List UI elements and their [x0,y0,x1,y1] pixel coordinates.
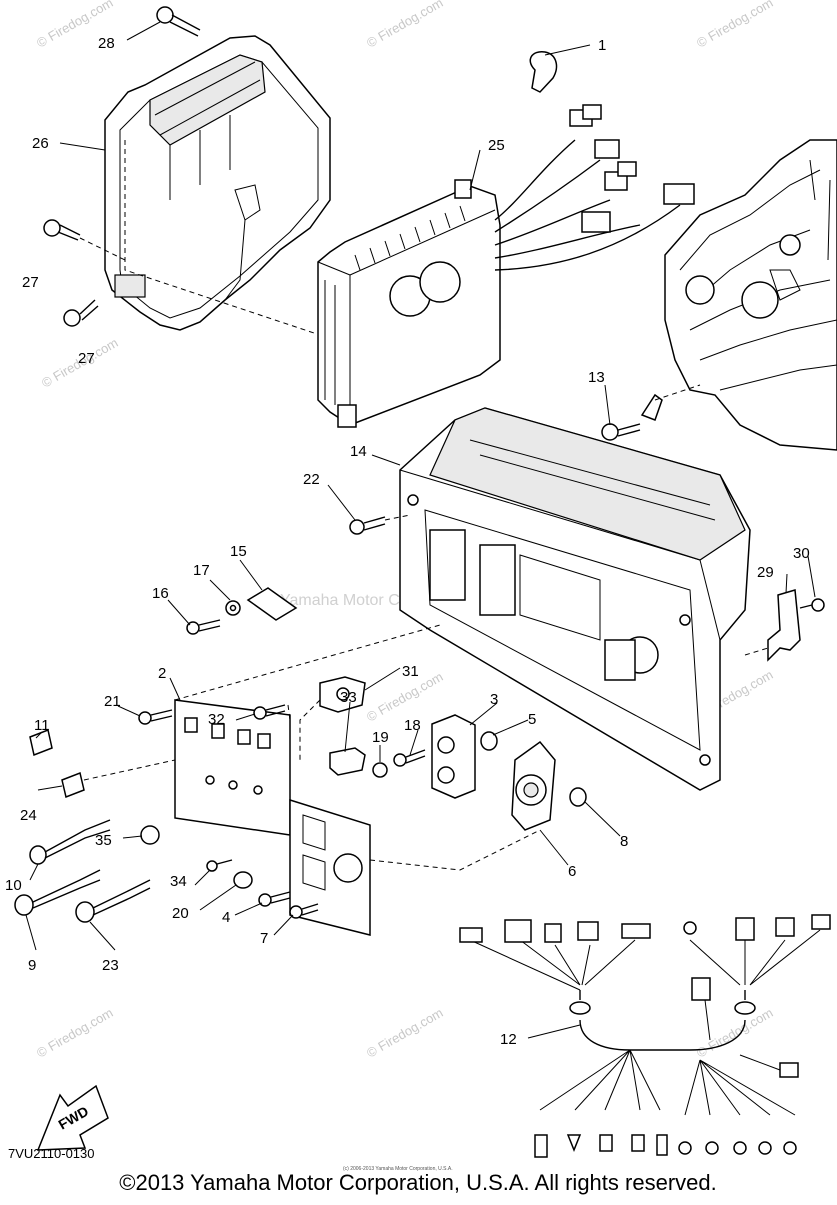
callout-9: 9 [28,957,36,974]
callout-29: 29 [757,564,774,581]
part-23-harness [75,879,151,923]
callout-33: 33 [340,689,357,706]
watermark-3: © Firedog.com [694,0,776,51]
callout-16: 16 [152,585,169,602]
part-number-code: 7VU2110-0130 [8,1146,95,1161]
part-3-receptacle [431,714,476,799]
callout-26: 26 [32,135,49,152]
part-8-grommet [569,787,587,807]
callout-34: 34 [170,873,187,890]
part-4-screw [258,891,291,907]
callout-21: 21 [104,693,121,710]
part-10-lamp [29,819,111,865]
callout-25: 25 [488,137,505,154]
leader-lines [25,21,816,1039]
callout-14: 14 [350,443,367,460]
callout-31: 31 [402,663,419,680]
part-24-switch [61,759,176,799]
callout-13: 13 [588,369,605,386]
small-print: (c) 2006-2013 Yamaha Motor Corporation, … [343,1166,453,1172]
part-35-grommet [140,825,160,845]
part-14-panel-frame [399,407,751,791]
part-18-bolt [393,749,426,767]
callout-27-lower: 27 [78,350,95,367]
part-16-screw [186,619,221,635]
callout-12: 12 [500,1031,517,1048]
part-26-cover [104,35,331,336]
callout-19: 19 [372,729,389,746]
callout-22: 22 [303,471,320,488]
outlet-plate [289,798,541,936]
part-5-grommet [480,731,498,751]
callout-4: 4 [222,909,230,926]
copyright-notice: ©2013 Yamaha Motor Corporation, U.S.A. A… [119,1170,716,1195]
part-34-screw [206,859,233,872]
callout-11: 11 [34,717,50,734]
part-13-bolt [601,384,701,441]
part-31-breaker [299,676,366,760]
part-12-wire-harness [459,914,831,1158]
part-6-twistlock [511,740,556,831]
callout-8: 8 [620,833,628,850]
callout-23: 23 [102,957,119,974]
part-27-bolt-lower [63,299,99,327]
callout-10: 10 [5,877,22,894]
part-17-washer [225,600,241,616]
callout-28: 28 [98,35,115,52]
callout-24: 24 [20,807,37,824]
callout-5: 5 [528,711,536,728]
part-32-screw [253,704,291,721]
part-33-switch [329,747,366,776]
callout-17: 17 [193,562,210,579]
part-30-bolt [799,598,825,612]
callouts: 1 2 3 4 5 6 7 8 9 10 11 12 13 14 15 16 1… [5,35,810,1048]
part-2-front-plate [174,624,441,836]
callout-15: 15 [230,543,247,560]
part-1-clip [529,51,558,93]
part-9-lamp [14,869,101,916]
callout-20: 20 [172,905,189,922]
callout-7: 7 [260,930,268,947]
part-27-bolt-upper [43,219,126,261]
engine-casing [664,139,837,451]
callout-3: 3 [490,691,498,708]
part-29-bracket [744,589,801,662]
part-28-bolt [156,6,201,37]
callout-32: 32 [208,711,225,728]
callout-2: 2 [158,665,166,682]
part-19-washer [372,762,388,778]
part-22-screw [349,514,411,535]
watermark-9: © Firedog.com [364,1005,446,1061]
callout-35: 35 [95,832,112,849]
part-15-label [246,587,298,621]
callout-6: 6 [568,863,576,880]
part-7-screw [289,903,319,919]
callout-18: 18 [404,717,421,734]
callout-1: 1 [598,37,606,54]
fwd-arrow-icon: FWD [36,1084,109,1151]
callout-27-upper: 27 [22,274,39,291]
watermark-8: © Firedog.com [34,1005,116,1061]
watermark-2: © Firedog.com [364,0,446,51]
part-20-nut [233,871,253,889]
part-21-screw [138,709,173,725]
callout-30: 30 [793,545,810,562]
part-25-inverter-unit [317,104,695,428]
